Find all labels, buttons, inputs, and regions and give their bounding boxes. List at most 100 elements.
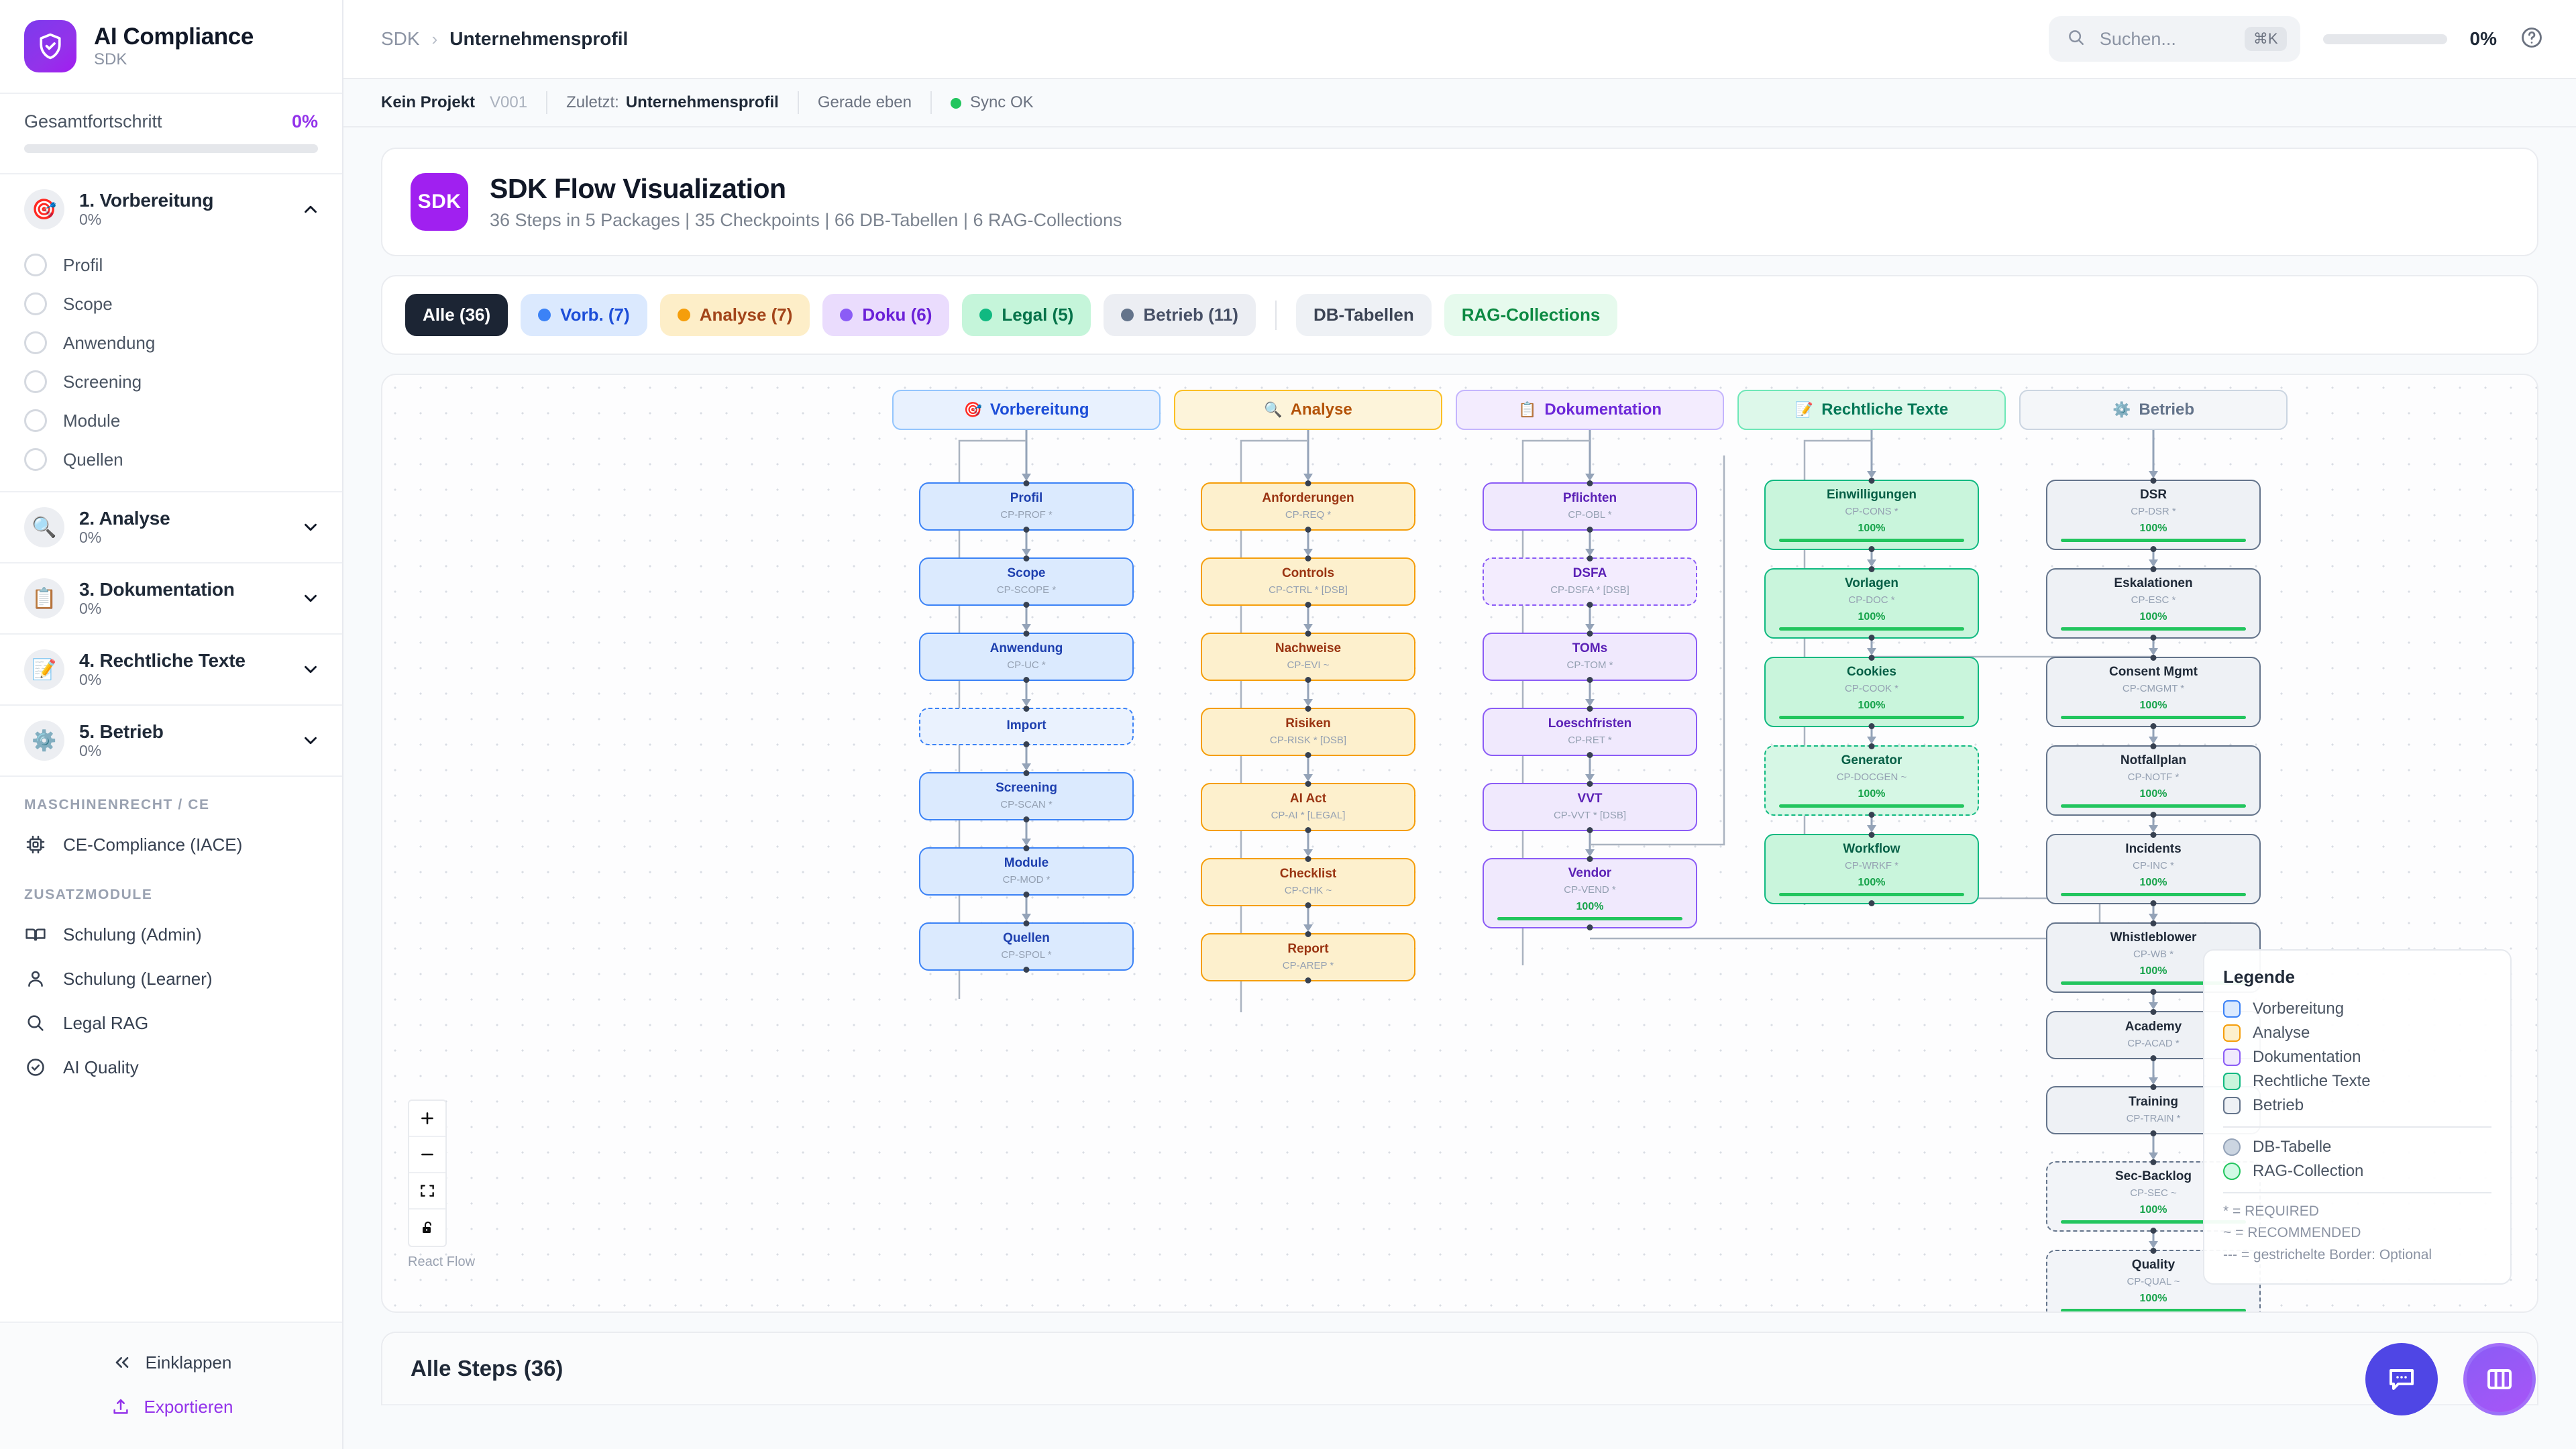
node-handle-top[interactable] xyxy=(1587,706,1593,712)
node-handle-top[interactable] xyxy=(1868,655,1875,661)
node-handle-top[interactable] xyxy=(1868,832,1875,839)
chevron-down-icon[interactable] xyxy=(301,588,321,608)
chevron-down-icon[interactable] xyxy=(301,517,321,537)
node-handle-bottom[interactable] xyxy=(2150,1055,2157,1062)
sidebar-item-ce-compliance[interactable]: CE-Compliance (IACE) xyxy=(0,822,342,867)
export-button[interactable]: Exportieren xyxy=(0,1385,342,1429)
step-status-radio[interactable] xyxy=(24,292,47,315)
sidebar-item-schulung-admin[interactable]: Schulung (Admin) xyxy=(0,912,342,957)
node-handle-bottom[interactable] xyxy=(2150,635,2157,641)
node-handle-bottom[interactable] xyxy=(2150,1130,2157,1137)
step-status-radio[interactable] xyxy=(24,370,47,393)
node-handle-bottom[interactable] xyxy=(1587,677,1593,684)
node-handle-bottom[interactable] xyxy=(1023,741,1030,748)
sidebar-item-profil[interactable]: Profil xyxy=(0,246,342,284)
node-handle-bottom[interactable] xyxy=(1023,816,1030,823)
filter-chip-rag-collections[interactable]: RAG-Collections xyxy=(1444,294,1618,337)
node-handle-top[interactable] xyxy=(1023,920,1030,927)
sidebar-item-quellen[interactable]: Quellen xyxy=(0,440,342,479)
node-handle-bottom[interactable] xyxy=(1023,602,1030,608)
node-handle-bottom[interactable] xyxy=(1868,812,1875,818)
sidebar-item-schulung-learner[interactable]: Schulung (Learner) xyxy=(0,957,342,1001)
node-handle-top[interactable] xyxy=(1868,566,1875,573)
filter-chip-betrieb-11[interactable]: Betrieb (11) xyxy=(1104,294,1256,337)
sidebar-item-legal-rag[interactable]: Legal RAG xyxy=(0,1001,342,1045)
node-handle-top[interactable] xyxy=(1587,555,1593,562)
flow-node-import[interactable]: Import xyxy=(919,706,1134,748)
node-handle-bottom[interactable] xyxy=(1587,602,1593,608)
sidebar-brand[interactable]: AI Compliance SDK xyxy=(0,0,342,94)
lock-open-icon[interactable] xyxy=(409,1210,445,1246)
node-handle-bottom[interactable] xyxy=(1305,902,1311,909)
node-handle-top[interactable] xyxy=(2150,832,2157,839)
node-handle-bottom[interactable] xyxy=(1868,635,1875,641)
node-handle-top[interactable] xyxy=(1023,706,1030,712)
filter-chip-db-tabellen[interactable]: DB-Tabellen xyxy=(1295,294,1432,337)
filter-chip-analyse-7[interactable]: Analyse (7) xyxy=(659,294,810,337)
node-handle-top[interactable] xyxy=(2150,566,2157,573)
node-handle-top[interactable] xyxy=(2150,920,2157,927)
node-handle-top[interactable] xyxy=(1587,781,1593,788)
node-handle-top[interactable] xyxy=(1023,555,1030,562)
node-handle-bottom[interactable] xyxy=(1023,527,1030,533)
chat-fab[interactable] xyxy=(2365,1343,2438,1415)
node-handle-bottom[interactable] xyxy=(1587,527,1593,533)
node-handle-top[interactable] xyxy=(2150,1248,2157,1254)
node-handle-bottom[interactable] xyxy=(1868,900,1875,907)
chevron-down-icon[interactable] xyxy=(301,731,321,751)
node-handle-top[interactable] xyxy=(2150,655,2157,661)
node-handle-bottom[interactable] xyxy=(1305,677,1311,684)
filter-chip-legal-5[interactable]: Legal (5) xyxy=(962,294,1091,337)
sidebar-item-screening[interactable]: Screening xyxy=(0,362,342,401)
node-handle-bottom[interactable] xyxy=(1305,527,1311,533)
node-handle-top[interactable] xyxy=(2150,1009,2157,1016)
step-status-radio[interactable] xyxy=(24,409,47,432)
step-status-radio[interactable] xyxy=(24,448,47,471)
node-handle-top[interactable] xyxy=(1305,555,1311,562)
node-handle-top[interactable] xyxy=(1587,631,1593,637)
node-handle-top[interactable] xyxy=(2150,1159,2157,1166)
zoom-out-icon[interactable] xyxy=(409,1137,445,1174)
step-status-radio[interactable] xyxy=(24,254,47,276)
node-handle-bottom[interactable] xyxy=(2150,1228,2157,1234)
chevron-up-icon[interactable] xyxy=(301,199,321,219)
node-handle-bottom[interactable] xyxy=(1305,752,1311,759)
node-handle-top[interactable] xyxy=(1305,480,1311,487)
breadcrumb-root[interactable]: SDK xyxy=(381,28,420,49)
node-handle-bottom[interactable] xyxy=(2150,723,2157,730)
node-handle-bottom[interactable] xyxy=(1023,892,1030,898)
node-handle-bottom[interactable] xyxy=(1868,546,1875,553)
node-handle-bottom[interactable] xyxy=(1868,723,1875,730)
fit-view-icon[interactable] xyxy=(409,1173,445,1210)
node-handle-bottom[interactable] xyxy=(2150,900,2157,907)
node-handle-top[interactable] xyxy=(1305,631,1311,637)
node-handle-bottom[interactable] xyxy=(2150,812,2157,818)
step-status-radio[interactable] xyxy=(24,331,47,354)
flow-canvas[interactable]: 🎯Vorbereitung🔍Analyse📋Dokumentation📝Rech… xyxy=(381,374,2538,1313)
node-handle-bottom[interactable] xyxy=(2150,546,2157,553)
filter-chip-vorb-7[interactable]: Vorb. (7) xyxy=(521,294,647,337)
help-circle-icon[interactable] xyxy=(2520,25,2544,53)
